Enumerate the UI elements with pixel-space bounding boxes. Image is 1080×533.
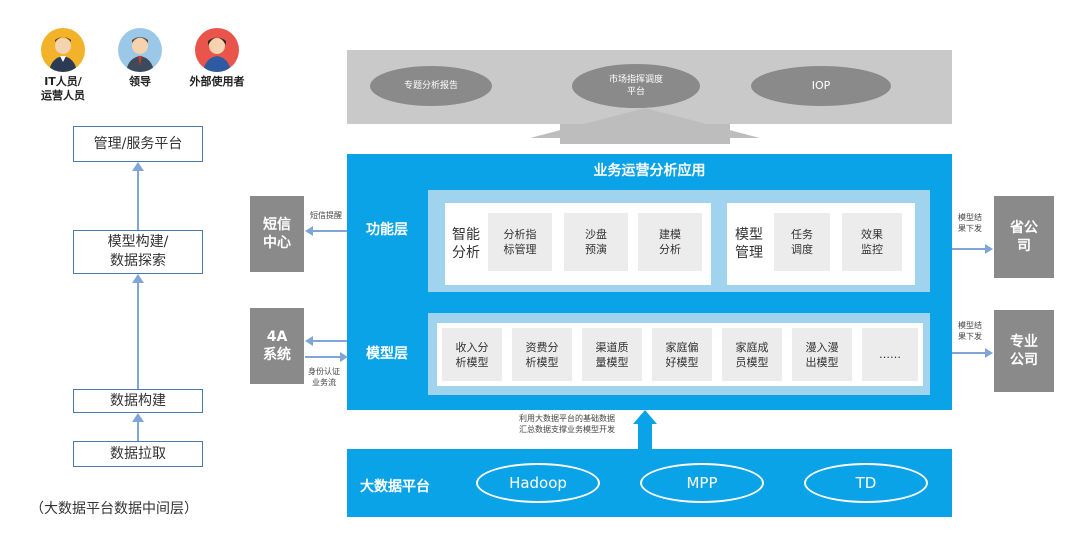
connector-line (137, 170, 139, 230)
big-data-platform-label: 大数据平台 (360, 479, 430, 495)
data-extract-box: 数据拉取 (73, 441, 203, 467)
role-label: 领导 (129, 75, 151, 88)
left-arrow (305, 336, 313, 346)
function-layer-label: 功能层 (366, 222, 408, 238)
up-arrow (132, 413, 144, 422)
tech-hadoop: Hadoop (476, 463, 600, 503)
app-label: 专题分析报告 (403, 81, 458, 91)
app-market-dispatch: 市场指挥调度 平台 (572, 64, 700, 108)
upward-arrow-blue-body (638, 423, 652, 449)
tech-label: Hadoop (509, 474, 567, 492)
model-cell-family-preference: 家庭偏 好模型 (652, 328, 712, 381)
specialized-connector-line (952, 352, 986, 354)
tech-td: TD (804, 463, 928, 503)
app-label: IOP (811, 79, 831, 92)
role-it-staff: IT人员/ 运营人员 (18, 28, 108, 103)
model-cell-tariff: 资费分 析模型 (512, 328, 572, 381)
role-label: IT人员/ 运营人员 (41, 75, 85, 102)
modeling-label: 模型构建/ 数据探索 (107, 234, 169, 269)
smart-analysis-label: 智能 分析 (452, 227, 480, 261)
tech-label: TD (855, 474, 877, 492)
modeling-box: 模型构建/ 数据探索 (73, 230, 203, 274)
indicator-management-cell: 分析指 标管理 (488, 213, 552, 271)
right-arrow (985, 244, 993, 254)
sms-reminder-note: 短信提醒 (310, 211, 342, 220)
management-platform-label: 管理/服务平台 (93, 135, 183, 152)
task-scheduling-cell: 任务 调度 (774, 213, 830, 271)
upward-arrow-grey-body (560, 124, 730, 144)
app-label: 市场指挥调度 平台 (608, 75, 663, 97)
sandbox-rehearsal-cell: 沙盘 预演 (564, 213, 628, 271)
data-build-label: 数据构建 (110, 392, 166, 409)
external-user-avatar-icon (195, 28, 239, 72)
model-cell-income: 收入分 析模型 (442, 328, 502, 381)
province-connector-line (952, 248, 986, 250)
role-external-user: 外部使用者 (172, 28, 262, 89)
model-layer-label: 模型层 (366, 346, 408, 362)
auth-system-box: 4A 系统 (250, 308, 304, 384)
role-leader: 领导 (95, 28, 185, 89)
business-analysis-title: 业务运营分析应用 (593, 163, 706, 179)
province-company-box: 省公 司 (994, 196, 1054, 278)
specialized-company-box: 专业 公司 (994, 310, 1054, 392)
it-staff-avatar-icon (41, 28, 85, 72)
management-platform-box: 管理/服务平台 (73, 126, 203, 162)
data-extract-label: 数据拉取 (110, 445, 166, 462)
tech-label: MPP (686, 474, 718, 492)
upward-arrow-blue (633, 410, 657, 424)
connector-line (137, 421, 139, 441)
data-middle-layer-caption: （大数据平台数据中间层） (30, 501, 198, 517)
up-arrow (132, 162, 144, 171)
app-topic-report: 专题分析报告 (370, 66, 492, 106)
province-result-note: 模型结 果下发 (958, 213, 982, 233)
data-build-box: 数据构建 (73, 389, 203, 413)
connector-line (137, 282, 139, 389)
tech-mpp: MPP (640, 463, 764, 503)
model-cell-family-members: 家庭成 员模型 (722, 328, 782, 381)
auth-connector-line-bottom (305, 356, 340, 358)
sms-connector-line (312, 230, 347, 232)
modeling-analysis-cell: 建模 分析 (638, 213, 702, 271)
auth-connector-line-top (312, 340, 347, 342)
up-arrow (132, 274, 144, 283)
model-management-label: 模型 管理 (735, 227, 763, 261)
leader-avatar-icon (118, 28, 162, 72)
role-label: 外部使用者 (189, 75, 245, 88)
specialized-result-note: 模型结 果下发 (958, 321, 982, 341)
effect-monitoring-cell: 效果 监控 (842, 213, 902, 271)
data-support-note: 利用大数据平台的基础数据 汇总数据支撑业务模型开发 (519, 414, 615, 434)
right-arrow (340, 352, 348, 362)
left-arrow (305, 226, 313, 236)
model-cell-roaming: 漫入漫 出模型 (792, 328, 852, 381)
model-cell-more: …… (862, 328, 918, 381)
app-iop: IOP (751, 66, 891, 106)
auth-flow-note: 身份认证 业务流 (308, 367, 340, 387)
model-cell-channel-quality: 渠道质 量模型 (582, 328, 642, 381)
right-arrow (985, 348, 993, 358)
sms-center-box: 短信 中心 (250, 196, 304, 272)
